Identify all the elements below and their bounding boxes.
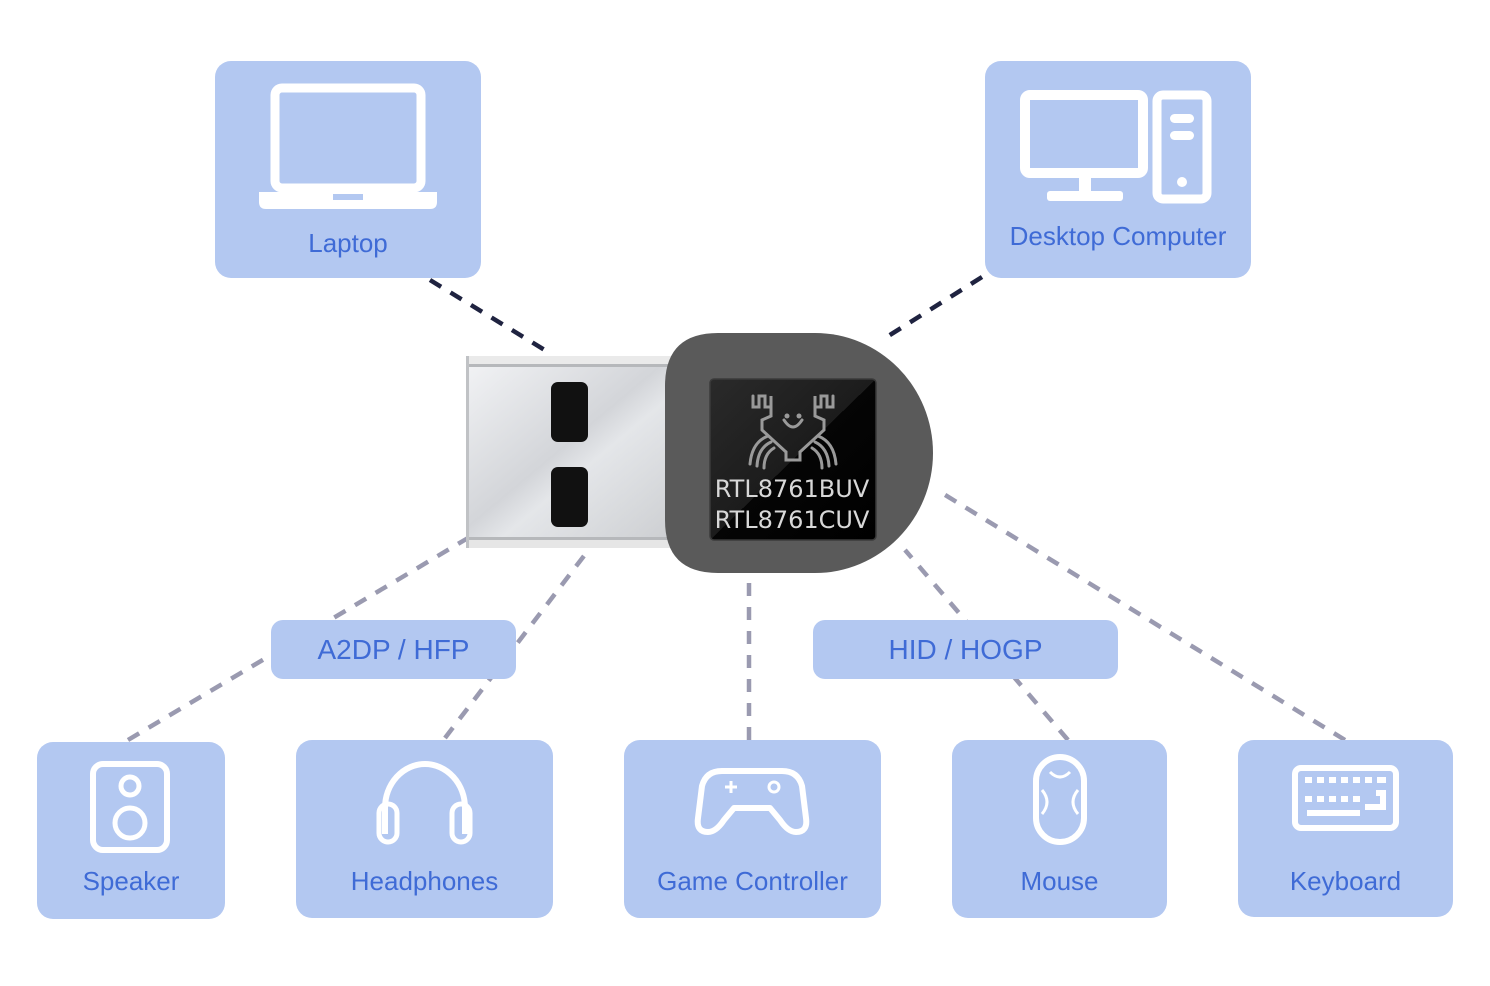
label-speaker: Speaker <box>82 866 180 896</box>
label-desktop-computer: Desktop Computer <box>1009 221 1227 251</box>
usb-contact-hole-bottom <box>551 467 588 527</box>
line-desktop <box>880 275 984 342</box>
keyboard-icon <box>1292 765 1399 831</box>
chip <box>709 378 877 541</box>
device-speaker: Speaker <box>37 742 225 919</box>
usb-connector <box>466 356 696 548</box>
device-game-controller: Game Controller <box>624 740 881 918</box>
device-keyboard: Keyboard <box>1238 740 1453 917</box>
device-headphones: Headphones <box>296 740 553 918</box>
usb-contact-hole-top <box>551 382 588 442</box>
laptop-icon <box>259 83 437 209</box>
line-headphones <box>443 546 592 740</box>
game-controller-icon <box>694 768 810 835</box>
device-desktop-computer: Desktop Computer <box>985 61 1251 278</box>
realtek-logo-icon <box>748 394 838 470</box>
chip-model-line2: RTL8761CUV <box>714 506 870 534</box>
mouse-icon <box>1033 754 1087 845</box>
line-keyboard <box>935 488 1347 742</box>
chip-model-line1: RTL8761BUV <box>714 475 870 503</box>
speaker-icon <box>90 761 170 853</box>
desktop-computer-icon <box>1020 90 1212 204</box>
headphones-icon <box>376 761 473 845</box>
label-headphones: Headphones <box>350 866 499 896</box>
label-laptop: Laptop <box>308 228 388 258</box>
profile-hid-label: HID / HOGP <box>813 620 1118 679</box>
profile-audio-label: A2DP / HFP <box>271 620 516 679</box>
device-laptop: Laptop <box>215 61 481 278</box>
label-keyboard: Keyboard <box>1289 866 1402 896</box>
device-mouse: Mouse <box>952 740 1167 918</box>
label-game-controller: Game Controller <box>657 866 848 896</box>
label-mouse: Mouse <box>1020 866 1099 896</box>
